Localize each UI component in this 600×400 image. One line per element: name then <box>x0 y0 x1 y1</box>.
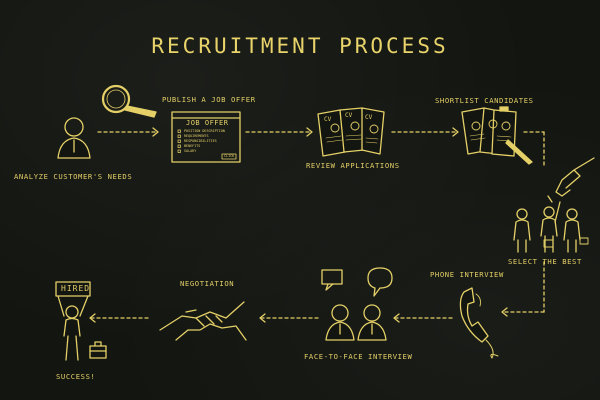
cv-documents-icon <box>317 107 385 157</box>
handshake-icon <box>159 301 247 341</box>
step-success-label: SUCCESS! <box>56 372 96 381</box>
cv-label: CV <box>345 112 353 119</box>
candidates-group-icon <box>513 201 589 253</box>
step-shortlist-label: SHORTLIST CANDIDATES <box>435 96 534 105</box>
connector-right-bottom <box>503 261 545 313</box>
diagram-title: RECRUITMENT PROCESS <box>151 34 449 58</box>
briefcase-icon <box>89 341 107 359</box>
job-offer-item: SALARY <box>184 149 197 153</box>
job-offer-heading: JOB OFFER <box>186 119 229 127</box>
job-offer-item: RESPONSIBILITIES <box>184 139 217 143</box>
job-offer-item: POSITION DESCRIPTION <box>184 129 225 133</box>
hired-sign-text: HIRED <box>61 284 91 293</box>
arrow-5-head <box>393 313 400 323</box>
arrow-4-head <box>501 307 508 317</box>
connector-right-top <box>523 131 545 167</box>
magnifier-icon <box>101 84 157 118</box>
cv-label: CV <box>324 116 332 123</box>
arrow-1-head <box>152 127 159 137</box>
arrow-3-head <box>452 127 459 137</box>
cv-label: CV <box>365 114 373 121</box>
step-review-label: REVIEW APPLICATIONS <box>306 161 400 170</box>
job-offer-click-button: CLICK <box>224 154 235 158</box>
hired-person-icon <box>55 281 91 361</box>
job-offer-item: BENEFITS <box>184 144 201 148</box>
arrow-6-head <box>259 313 266 323</box>
phone-handset-icon <box>459 287 499 359</box>
step-negotiation-label: NEGOTIATION <box>180 279 235 288</box>
step-select-label: SELECT THE BEST <box>508 257 582 266</box>
step-analyze-label: ANALYZE CUSTOMER'S NEEDS <box>14 172 133 181</box>
job-offer-item: REQUIREMENTS <box>184 134 209 138</box>
shortlist-clipboard-icon <box>461 106 533 165</box>
hand-picking-icon <box>547 157 595 203</box>
job-offer-window <box>171 111 241 163</box>
step-phone-label: PHONE INTERVIEW <box>430 270 504 279</box>
arrow-7-head <box>89 313 96 323</box>
job-offer-items: POSITION DESCRIPTION REQUIREMENTS RESPON… <box>184 129 225 154</box>
arrow-2-head <box>306 127 313 137</box>
step-publish-label: PUBLISH A JOB OFFER <box>162 95 256 104</box>
step-face-label: FACE-TO-FACE INTERVIEW <box>304 352 413 361</box>
interview-people-icon <box>321 267 393 341</box>
analyst-person-icon <box>57 117 91 159</box>
